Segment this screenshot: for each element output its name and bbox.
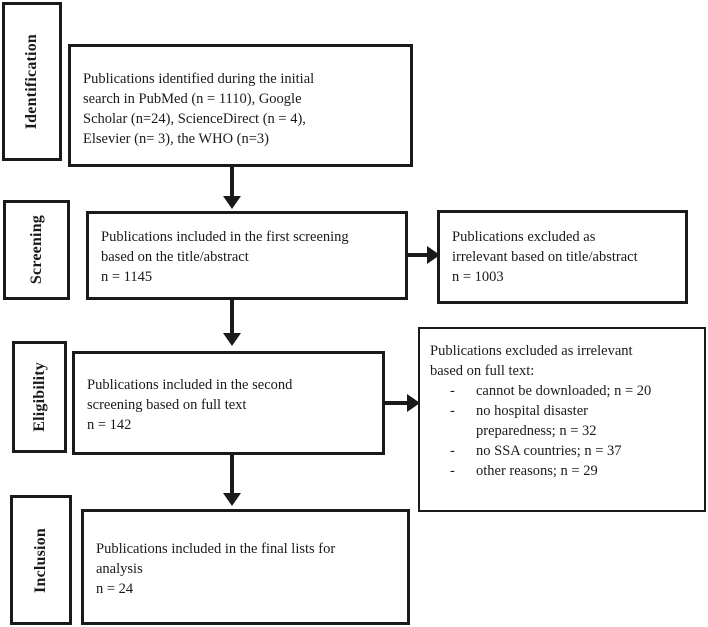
box-excluded-full-text-line-2: based on full text: <box>430 363 535 379</box>
box-publications-identified-line-3: Scholar (n=24), ScienceDirect (n = 4), <box>83 111 306 127</box>
box-publications-identified: Publications identified during the initi… <box>68 44 413 167</box>
stage-label-screening: Screening <box>3 200 70 300</box>
stage-label-inclusion: Inclusion <box>10 495 72 625</box>
list-item-text: no hospital disaster <box>476 403 588 419</box>
box-first-screening-line-2: based on the title/abstract <box>101 249 249 265</box>
arrowhead-screening-to-eligibility <box>223 333 241 346</box>
box-final-included-line-2: analysis <box>96 561 143 577</box>
arrowhead-identified-to-screening <box>223 196 241 209</box>
list-item: - no SSA countries; n = 37 <box>430 441 692 461</box>
box-second-screening-line-1: Publications included in the second <box>87 377 293 393</box>
stage-label-identification-text: Identification <box>23 33 40 130</box>
stage-label-identification: Identification <box>2 2 62 161</box>
bullet-dash-icon: - <box>450 403 455 419</box>
list-item-text: no SSA countries; n = 37 <box>476 443 622 459</box>
box-second-screening-line-2: screening based on full text <box>87 397 247 413</box>
connector-eligibility-to-excluded <box>383 401 409 405</box>
stage-label-eligibility: Eligibility <box>12 341 67 453</box>
exclusion-reason-list: - cannot be downloaded; n = 20 - no hosp… <box>430 381 692 481</box>
box-excluded-title-abstract-line-3: n = 1003 <box>452 269 504 285</box>
stage-label-eligibility-text: Eligibility <box>30 362 48 432</box>
bullet-dash-icon: - <box>450 443 455 459</box>
connector-identified-to-screening <box>230 167 234 199</box>
box-final-included-line-1: Publications included in the final lists… <box>96 541 336 557</box>
list-item-text: cannot be downloaded; n = 20 <box>476 383 652 399</box>
list-item-text: other reasons; n = 29 <box>476 463 598 479</box>
bullet-dash-icon: - <box>450 463 455 479</box>
box-publications-identified-line-2: search in PubMed (n = 1110), Google <box>83 91 302 107</box>
box-first-screening-line-3: n = 1145 <box>101 269 153 285</box>
box-publications-identified-line-1: Publications identified during the initi… <box>83 71 315 87</box>
list-item: - cannot be downloaded; n = 20 <box>430 381 692 401</box>
box-excluded-full-text-line-1: Publications excluded as irrelevant <box>430 343 633 359</box>
arrowhead-screening-to-excluded <box>427 246 440 264</box>
box-first-screening: Publications included in the first scree… <box>86 211 408 300</box>
list-item-text-continued: preparedness; n = 32 <box>476 423 597 439</box>
box-final-included: Publications included in the final lists… <box>81 509 410 625</box>
box-excluded-full-text: Publications excluded as irrelevant base… <box>418 327 706 512</box>
box-second-screening-line-3: n = 142 <box>87 417 132 433</box>
connector-eligibility-to-inclusion <box>230 455 234 495</box>
box-excluded-title-abstract-line-2: irrelevant based on title/abstract <box>452 249 638 265</box>
box-second-screening: Publications included in the second scre… <box>72 351 385 455</box>
box-publications-identified-line-4: Elsevier (n= 3), the WHO (n=3) <box>83 131 270 147</box>
connector-screening-to-excluded <box>405 253 429 257</box>
stage-label-screening-text: Screening <box>27 215 45 285</box>
box-excluded-title-abstract-line-1: Publications excluded as <box>452 229 596 245</box>
arrowhead-eligibility-to-excluded <box>407 394 420 412</box>
connector-screening-to-eligibility <box>230 299 234 335</box>
box-final-included-line-3: n = 24 <box>96 581 134 597</box>
bullet-dash-icon: - <box>450 383 455 399</box>
box-first-screening-line-1: Publications included in the first scree… <box>101 229 349 245</box>
arrowhead-eligibility-to-inclusion <box>223 493 241 506</box>
box-excluded-title-abstract: Publications excluded as irrelevant base… <box>437 210 688 304</box>
list-item: - no hospital disaster preparedness; n =… <box>430 401 692 441</box>
stage-label-inclusion-text: Inclusion <box>32 527 49 593</box>
list-item: - other reasons; n = 29 <box>430 461 692 481</box>
